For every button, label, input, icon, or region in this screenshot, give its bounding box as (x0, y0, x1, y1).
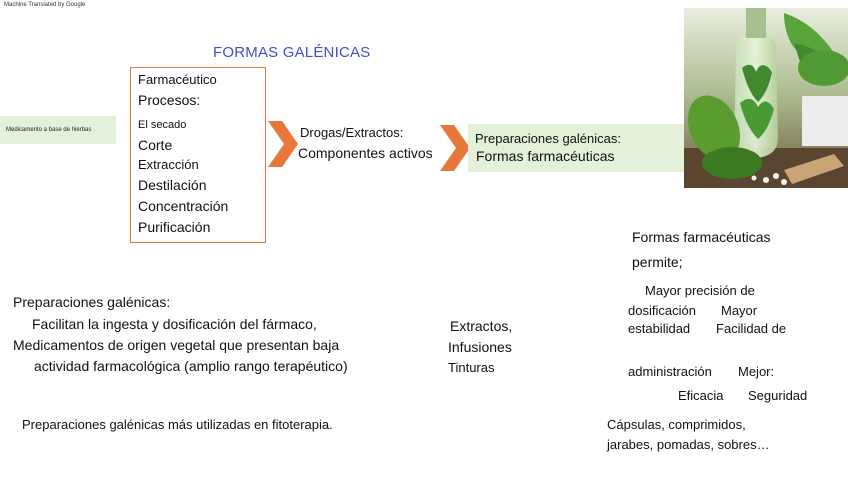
process-step: Concentración (138, 198, 229, 214)
preparations-box (468, 124, 684, 172)
chevron-right-icon (440, 125, 470, 171)
process-step: Extracción (138, 157, 199, 172)
preparations-label: Preparaciones galénicas: (475, 131, 621, 146)
process-box (130, 67, 266, 243)
process-step: Destilación (138, 177, 207, 193)
extract-type: Extractos, (450, 318, 513, 334)
galenic-line: Medicamentos de origen vegetal que prese… (13, 337, 340, 353)
herbal-medicine-label: Medicamento a base de hierbas (6, 127, 92, 133)
extract-type: Tinturas (448, 360, 495, 375)
benefit-text: Eficacia (678, 388, 724, 403)
benefit-text: Mejor: (738, 364, 775, 379)
benefit-text: Mayor precisión de (645, 283, 755, 298)
chevron-right-icon (268, 121, 298, 167)
drugs-extracts-label: Drogas/Extractos: (300, 125, 404, 140)
forms-allow-label: permite; (632, 254, 683, 270)
forms-heading: Formas farmacéuticas (632, 229, 771, 245)
benefit-text: administración (628, 364, 712, 379)
dosage-forms-list: jarabes, pomadas, sobres… (607, 437, 770, 452)
process-step: Purificación (138, 219, 211, 235)
benefit-text: Facilidad de (716, 321, 787, 336)
galenic-line: Facilitan la ingesta y dosificación del … (32, 316, 317, 332)
galenic-line: actividad farmacológica (amplio rango te… (34, 358, 348, 374)
benefit-text: Mayor (721, 303, 758, 318)
process-step: El secado (138, 119, 187, 131)
dosage-forms-label: Formas farmacéuticas (476, 148, 615, 164)
herbal-bottle-photo (684, 8, 848, 188)
herbal-medicine-label-box: Medicamento a base de hierbas (0, 116, 116, 144)
process-label: Procesos: (138, 92, 201, 108)
page-title: FORMAS GALÉNICAS (213, 44, 371, 61)
footer-note: Preparaciones galénicas más utilizadas e… (22, 417, 333, 432)
active-components-label: Componentes activos (298, 145, 433, 161)
dosage-forms-list: Cápsulas, comprimidos, (607, 417, 746, 432)
benefit-text: Seguridad (748, 388, 808, 403)
extract-type: Infusiones (448, 339, 512, 355)
benefit-text: estabilidad (628, 321, 691, 336)
machine-translation-note: Machine Translated by Google (4, 2, 86, 8)
process-step: Corte (138, 137, 173, 153)
galenic-heading: Preparaciones galénicas: (13, 294, 171, 310)
benefit-text: dosificación (628, 303, 696, 318)
process-header: Farmacéutico (138, 72, 217, 87)
